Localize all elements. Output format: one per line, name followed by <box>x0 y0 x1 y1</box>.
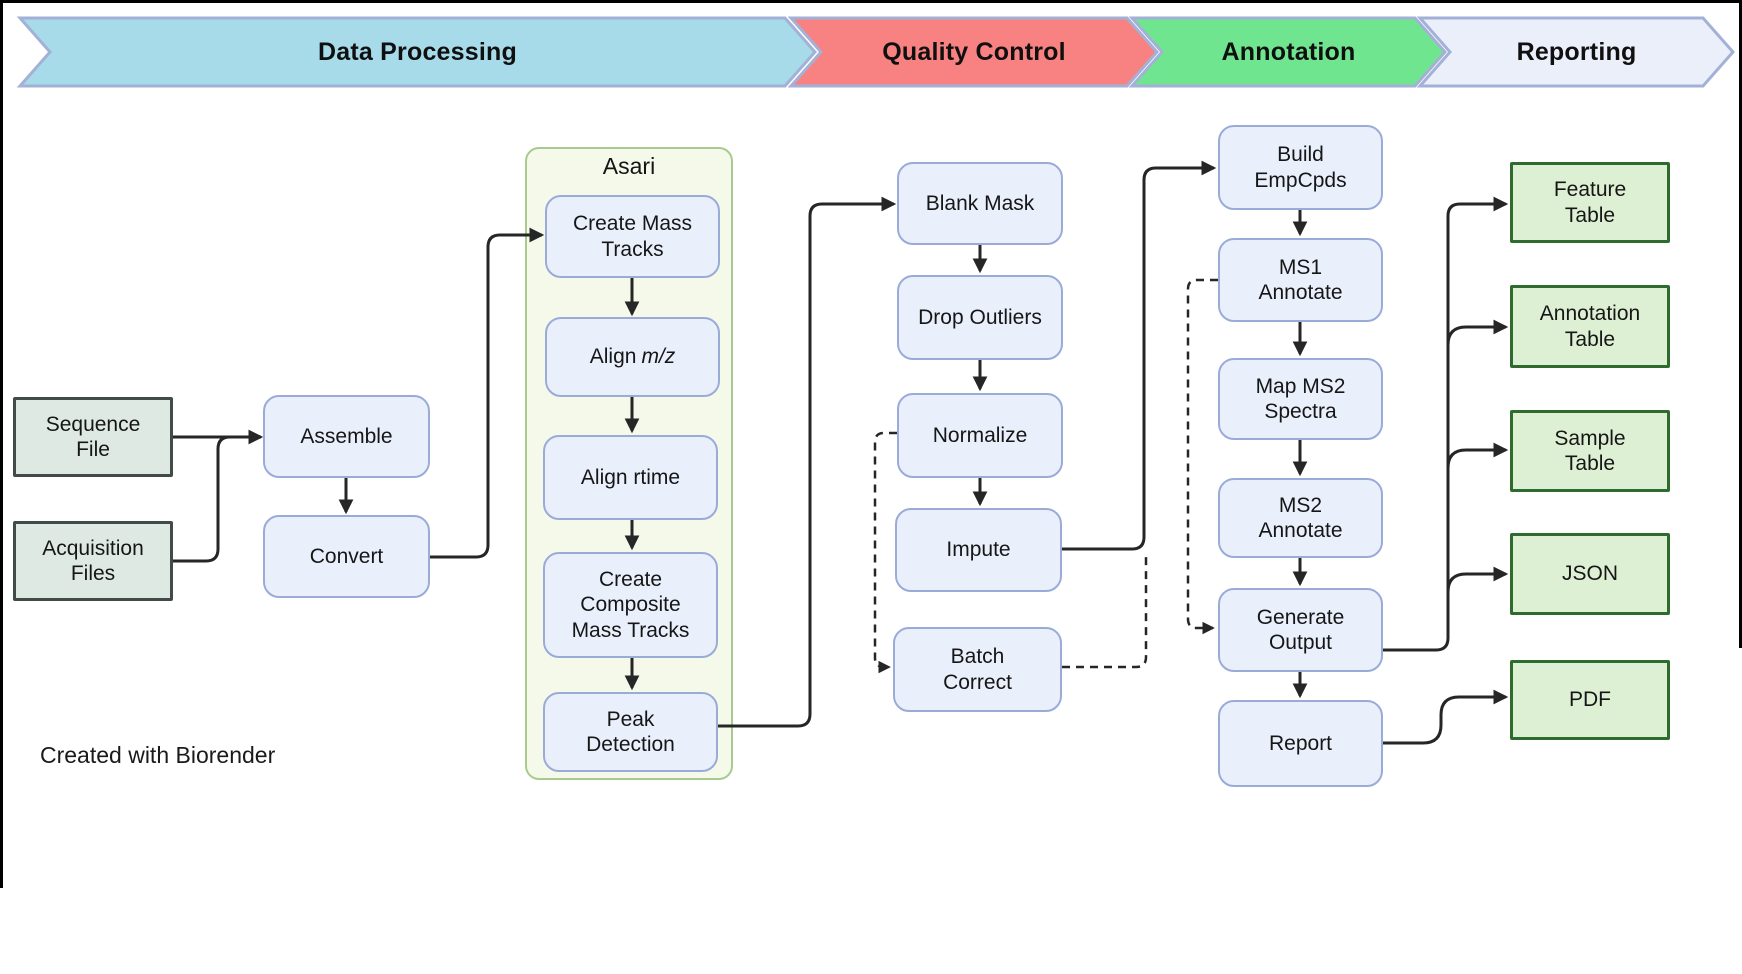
node-ms2-annotate: MS2 Annotate <box>1218 478 1383 558</box>
node-label: Generate Output <box>1256 605 1345 654</box>
banner-data-processing <box>16 16 818 88</box>
node-annotation-table: Annotation Table <box>1510 285 1670 368</box>
node-json: JSON <box>1510 533 1670 615</box>
node-label: Impute <box>946 538 1011 562</box>
node-label: Annotation Table <box>1539 302 1641 351</box>
node-align-rtime: Align rtime <box>543 435 718 520</box>
node-label: MS2 Annotate <box>1258 493 1343 542</box>
node-label: Peak Detection <box>586 707 675 756</box>
node-label: Build EmpCpds <box>1254 143 1347 192</box>
banner-annotation <box>1128 16 1448 88</box>
node-label: Report <box>1268 731 1333 755</box>
biorender-credit: Created with Biorender <box>40 742 276 768</box>
node-blank-mask: Blank Mask <box>897 162 1063 245</box>
banner-label-data-processing: Data Processing <box>318 37 517 66</box>
node-map-ms2-spectra: Map MS2 Spectra <box>1218 358 1383 440</box>
node-pdf: PDF <box>1510 660 1670 740</box>
banner-reporting <box>1416 16 1736 88</box>
node-label: Drop Outliers <box>918 305 1042 329</box>
arrow-impute-to-build-empcpds <box>1062 160 1217 551</box>
node-label: JSON <box>1561 562 1618 586</box>
node-label: Convert <box>309 544 384 568</box>
node-label: Acquisition Files <box>42 536 144 585</box>
node-report: Report <box>1218 700 1383 787</box>
frame-right-border <box>1739 0 1742 648</box>
arrow-branch-annotation-table <box>1446 319 1509 346</box>
node-batch-correct: Batch Correct <box>893 627 1062 712</box>
node-convert: Convert <box>263 515 430 598</box>
banner-label-annotation: Annotation <box>1221 37 1356 66</box>
arrow-normalize-to-batch-correct-dashed <box>873 431 897 674</box>
node-sequence-file: Sequence File <box>13 397 173 477</box>
banner-quality-control <box>787 16 1160 88</box>
align-mz-prefix: Align <box>589 345 637 369</box>
node-label: Align rtime <box>580 465 681 489</box>
node-generate-output: Generate Output <box>1218 588 1383 672</box>
node-label: Create Mass Tracks <box>572 212 693 261</box>
node-label: Sequence File <box>45 412 141 461</box>
node-feature-table: Feature Table <box>1510 162 1670 243</box>
node-impute: Impute <box>895 508 1062 592</box>
node-acquisition-files: Acquisition Files <box>13 521 173 601</box>
node-label: Create Composite Mass Tracks <box>571 568 690 642</box>
banner-label-reporting: Reporting <box>1516 37 1637 66</box>
arrow-convert-to-create-mass-tracks <box>430 227 545 559</box>
node-label: Batch Correct <box>943 645 1012 694</box>
asari-group-title: Asari <box>602 153 656 179</box>
arrow-peak-detection-to-blank-mask <box>718 196 897 728</box>
node-create-mass-tracks: Create Mass Tracks <box>545 195 720 278</box>
node-create-composite-mass-tracks: Create Composite Mass Tracks <box>543 552 718 658</box>
node-drop-outliers: Drop Outliers <box>897 275 1063 360</box>
arrow-branch-json <box>1446 566 1509 593</box>
node-label: PDF <box>1569 688 1611 712</box>
frame-top-border <box>0 0 1742 3</box>
node-label: MS1 Annotate <box>1258 255 1343 304</box>
node-peak-detection: Peak Detection <box>543 692 718 772</box>
node-label: Normalize <box>932 423 1028 447</box>
arrow-ms1-to-generate-dashed <box>1186 278 1218 635</box>
frame-left-border <box>0 0 3 888</box>
node-label: Map MS2 Spectra <box>1255 374 1346 423</box>
node-label: Assemble <box>300 424 393 448</box>
node-build-empcpds: Build EmpCpds <box>1218 125 1383 210</box>
arrow-generate-to-feature-table <box>1383 196 1509 652</box>
node-label: Feature Table <box>1553 178 1627 227</box>
arrow-report-to-pdf <box>1383 689 1509 745</box>
node-sample-table: Sample Table <box>1510 410 1670 492</box>
banner-label-quality-control: Quality Control <box>882 37 1066 66</box>
node-ms1-annotate: MS1 Annotate <box>1218 238 1383 322</box>
node-label: Sample Table <box>1554 426 1626 475</box>
node-label: Blank Mask <box>925 191 1035 215</box>
node-assemble: Assemble <box>263 395 430 478</box>
arrow-acquisition-merge <box>173 435 242 563</box>
arrow-batch-correct-return-dashed <box>1062 552 1148 669</box>
arrow-branch-sample-table <box>1446 442 1509 469</box>
node-normalize: Normalize <box>897 393 1063 478</box>
align-mz-italic: m/z <box>641 345 676 369</box>
